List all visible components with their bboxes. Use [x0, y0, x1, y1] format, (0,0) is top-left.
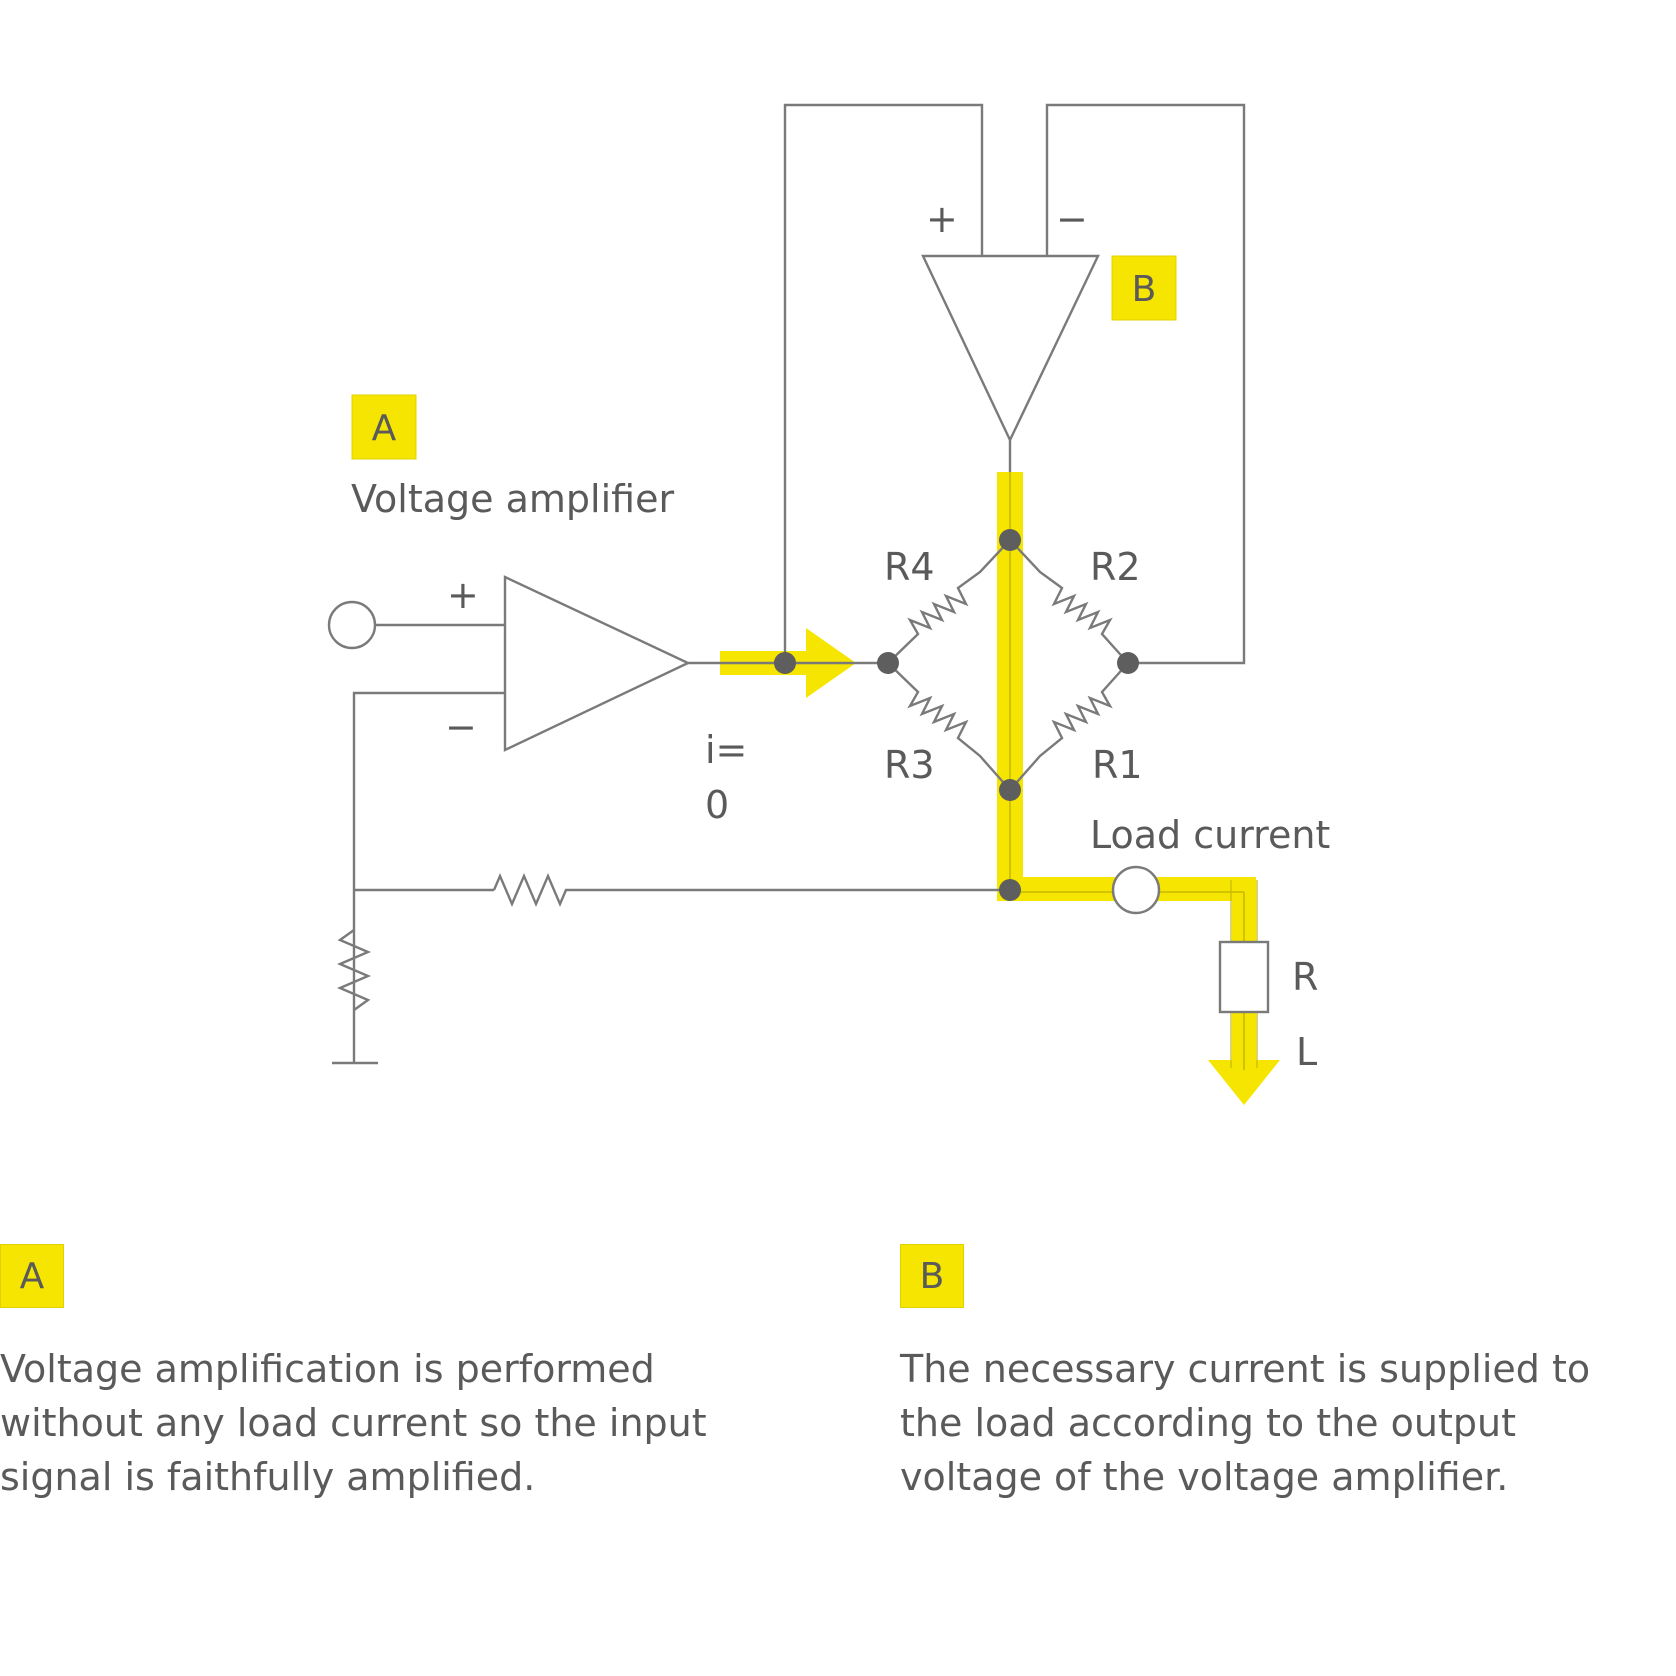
amp-a-minus-sign: − — [445, 705, 477, 749]
label-r2: R2 — [1090, 545, 1141, 589]
panel-a-text: Voltage amplification is performed witho… — [0, 1347, 707, 1499]
current-label-line1: i= — [705, 728, 747, 772]
load-current-meter — [1111, 865, 1161, 915]
resistor-r4 — [887, 539, 1011, 664]
ground-resistor — [336, 929, 372, 1011]
input-terminal — [327, 600, 377, 650]
label-r4: R4 — [884, 545, 935, 589]
bridge-resistors — [887, 539, 1129, 791]
amp-b-plus-sign: + — [926, 197, 958, 241]
panel-b-badge: B — [900, 1244, 964, 1308]
current-amplifier-b — [921, 254, 1100, 443]
load-resistor-label-r: R — [1292, 955, 1318, 999]
label-r3: R3 — [884, 743, 935, 787]
badge-b-label: B — [1132, 269, 1157, 310]
panel-a-badge: A — [0, 1244, 64, 1308]
resistor-r3 — [887, 662, 1011, 791]
badge-a-box — [351, 394, 417, 460]
label-r1: R1 — [1092, 743, 1143, 787]
badge-a-label: A — [372, 408, 397, 449]
resistor-r1 — [1009, 662, 1129, 791]
voltage-amplifier-a — [503, 575, 691, 752]
load-arrow-head — [1208, 1060, 1280, 1105]
voltage-amplifier-title: Voltage amplifier — [351, 477, 674, 521]
panel-b-text: The necessary current is supplied to the… — [900, 1347, 1591, 1499]
resistor-r2 — [1009, 539, 1129, 664]
amp-b-minus-sign: − — [1056, 197, 1088, 241]
current-label-line2: 0 — [705, 783, 729, 827]
load-current-label: Load current — [1090, 813, 1330, 857]
amp-a-plus-sign: + — [447, 573, 479, 617]
junction-nodes — [774, 529, 1139, 901]
load-resistor-label-l: L — [1296, 1030, 1317, 1074]
badge-b-box — [1111, 255, 1177, 321]
circuit-wires — [332, 103, 1246, 1065]
explanation-panel-a: A Voltage amplification is performed wit… — [0, 1244, 760, 1504]
explanation-panel-b: B The necessary current is supplied to t… — [900, 1244, 1640, 1504]
load-resistor — [1218, 940, 1270, 1014]
feedback-resistor — [492, 872, 572, 908]
